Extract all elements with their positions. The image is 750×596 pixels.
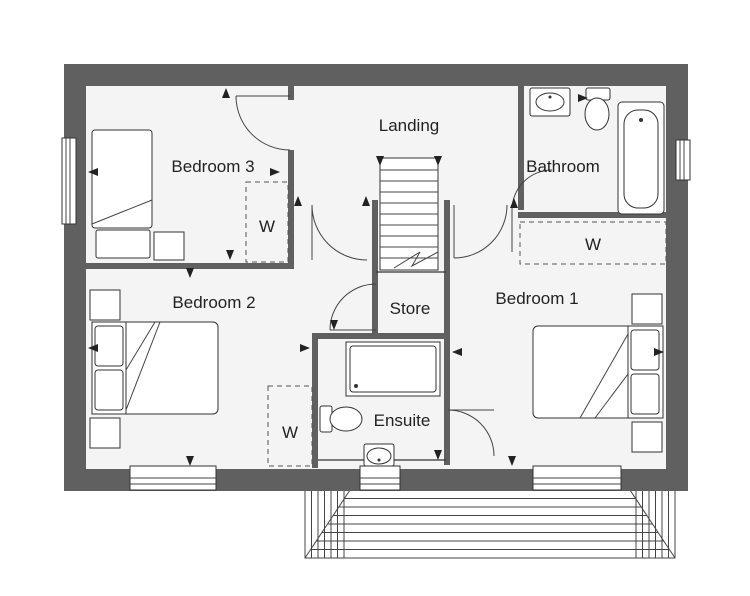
wardrobe-label-bedroom2: W <box>282 423 298 442</box>
double-bed-bedroom2 <box>89 289 219 449</box>
ensuite-fixtures <box>319 341 441 467</box>
room-label-ensuite: Ensuite <box>374 411 431 430</box>
wardrobe-bedroom3 <box>245 181 289 263</box>
room-label-store: Store <box>390 299 431 318</box>
window-bottom-right <box>532 465 622 491</box>
single-bed-bedroom3 <box>91 129 185 261</box>
room-label-bedroom1: Bedroom 1 <box>495 289 578 308</box>
door-bedroom3 <box>235 95 291 151</box>
balcony-decking <box>304 489 676 559</box>
wardrobe-bathroom-side <box>519 221 667 265</box>
door-bedroom2 <box>311 204 368 261</box>
door-bedroom1 <box>453 204 508 259</box>
room-label-bedroom3: Bedroom 3 <box>171 157 254 176</box>
bathroom-fixtures <box>529 87 665 215</box>
window-bottom-left <box>129 465 217 491</box>
room-label-bedroom2: Bedroom 2 <box>172 293 255 312</box>
interior-walls <box>86 86 666 468</box>
staircase <box>379 157 439 271</box>
room-label-landing: Landing <box>379 116 440 135</box>
wardrobe-label-bathroom-side: W <box>585 235 601 254</box>
door-ensuite <box>447 409 495 457</box>
double-bed-bedroom1 <box>532 293 664 453</box>
window-right <box>675 139 691 181</box>
direction-markers <box>88 88 664 466</box>
room-label-bathroom: Bathroom <box>526 157 600 176</box>
wardrobe-bedroom2 <box>267 385 313 467</box>
wardrobe-label-bedroom3: W <box>259 217 275 236</box>
window-left <box>61 137 77 225</box>
window-bottom-middle <box>359 465 401 491</box>
